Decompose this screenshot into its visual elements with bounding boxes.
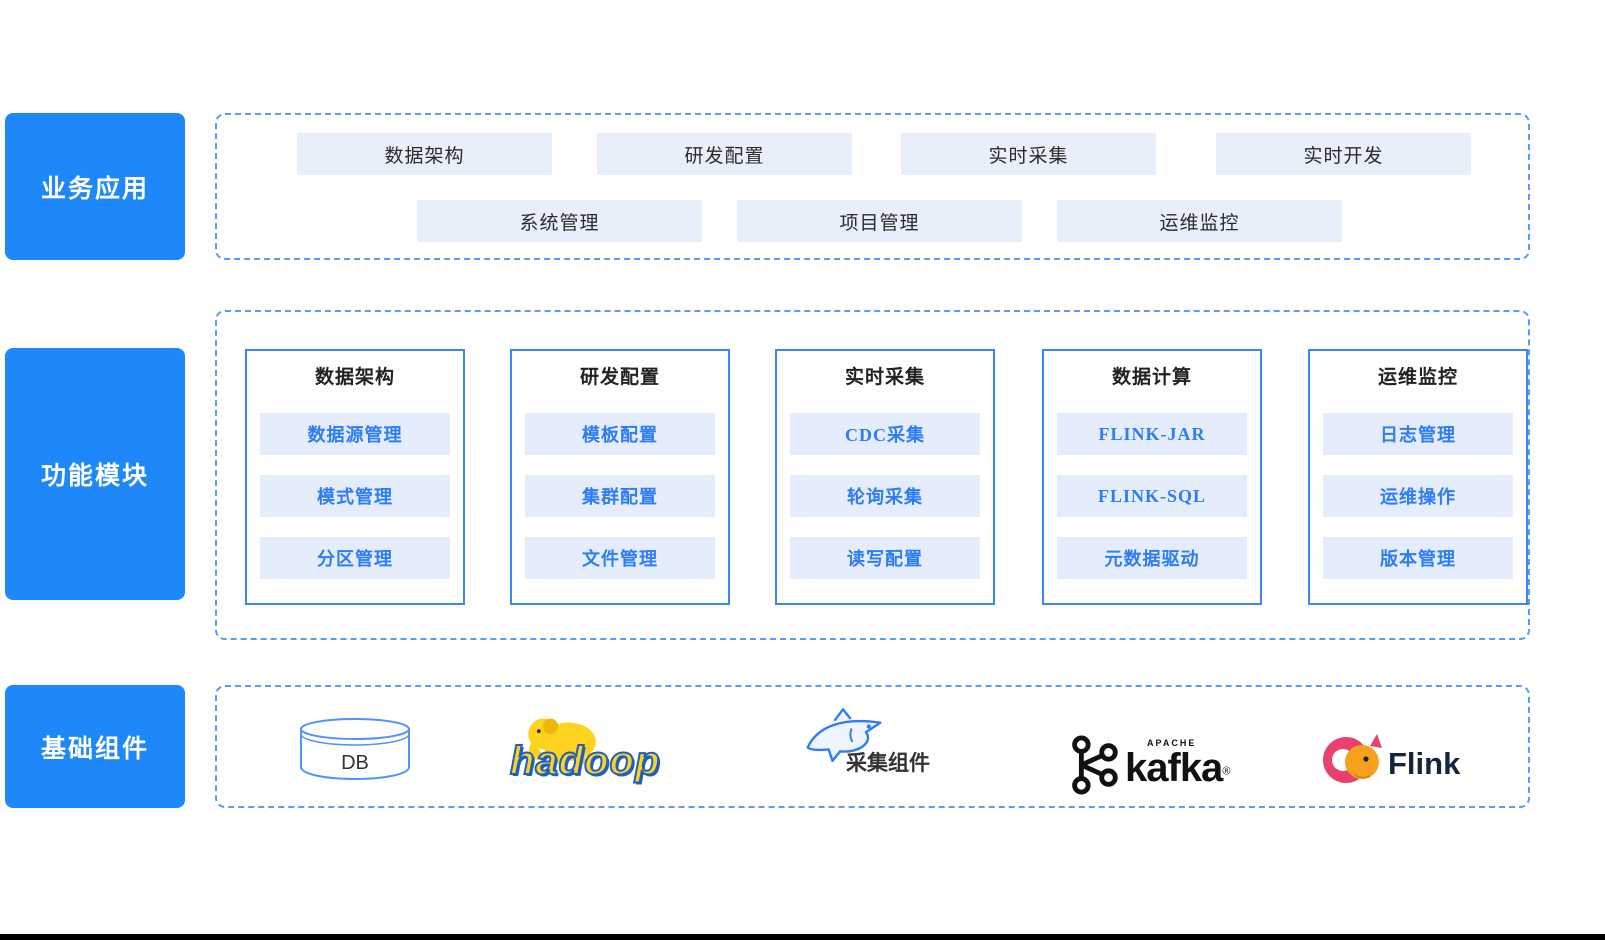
- business-apps-panel: 数据架构 研发配置 实时采集 实时开发 系统管理 项目管理 运维监控: [215, 113, 1530, 260]
- section-label-function-modules: 功能模块: [5, 348, 185, 600]
- module-card-title: 数据架构: [314, 367, 395, 388]
- module-item: FLINK-JAR: [1057, 413, 1247, 455]
- module-card-realtime-collect: 实时采集 CDC采集 轮询采集 读写配置: [775, 349, 995, 605]
- app-box-realtime-collect: 实时采集: [901, 133, 1156, 175]
- kafka-icon: [1072, 734, 1118, 795]
- module-item: 轮询采集: [790, 475, 980, 517]
- app-box-dev-config: 研发配置: [597, 133, 852, 175]
- module-card-data-architecture: 数据架构 数据源管理 模式管理 分区管理: [245, 349, 465, 605]
- app-box-project-management: 项目管理: [737, 200, 1022, 242]
- module-item: 集群配置: [525, 475, 715, 517]
- module-item: 文件管理: [525, 537, 715, 579]
- section-label-base-components: 基础组件: [5, 685, 185, 808]
- hadoop-label: hadoop: [509, 738, 661, 784]
- module-item: 元数据驱动: [1057, 537, 1247, 579]
- flink-logo: Flink: [1320, 687, 1500, 810]
- flink-squirrel-icon: [1323, 734, 1382, 783]
- shark-icon: [806, 708, 882, 763]
- db-logo: DB: [295, 687, 417, 810]
- module-item: 模板配置: [525, 413, 715, 455]
- db-label: DB: [341, 752, 369, 774]
- module-card-title: 数据计算: [1111, 367, 1192, 388]
- app-box-realtime-dev: 实时开发: [1216, 133, 1471, 175]
- kafka-logo: APACHE kafka®: [1067, 687, 1267, 810]
- hadoop-logo: hadoop: [509, 687, 690, 810]
- bottom-edge-bar: [0, 934, 1605, 940]
- module-item: 版本管理: [1323, 537, 1513, 579]
- module-item: 分区管理: [260, 537, 450, 579]
- kafka-registered-mark: ®: [1222, 765, 1231, 778]
- module-item: 读写配置: [790, 537, 980, 579]
- module-item: 日志管理: [1323, 413, 1513, 455]
- database-icon: DB: [300, 718, 410, 781]
- collector-logo: 采集组件: [800, 687, 960, 810]
- app-box-data-architecture: 数据架构: [297, 133, 552, 175]
- module-card-title: 运维监控: [1377, 367, 1458, 388]
- kafka-brand-label: APACHE: [1147, 738, 1197, 748]
- module-card-ops-monitoring: 运维监控 日志管理 运维操作 版本管理: [1308, 349, 1528, 605]
- module-item: 数据源管理: [260, 413, 450, 455]
- section-label-business-apps: 业务应用: [5, 113, 185, 260]
- module-card-data-compute: 数据计算 FLINK-JAR FLINK-SQL 元数据驱动: [1042, 349, 1262, 605]
- module-item: CDC采集: [790, 413, 980, 455]
- app-box-ops-monitoring: 运维监控: [1057, 200, 1342, 242]
- module-item: FLINK-SQL: [1057, 475, 1247, 517]
- collector-label: 采集组件: [846, 752, 930, 775]
- app-box-system-management: 系统管理: [417, 200, 702, 242]
- module-card-dev-config: 研发配置 模板配置 集群配置 文件管理: [510, 349, 730, 605]
- module-card-title: 实时采集: [844, 367, 925, 388]
- base-components-panel: DB hadoop 采集组件: [215, 685, 1530, 808]
- flink-label: Flink: [1388, 746, 1461, 781]
- kafka-label: kafka: [1125, 746, 1223, 790]
- function-modules-panel: 数据架构 数据源管理 模式管理 分区管理 研发配置 模板配置 集群配置 文件管理…: [215, 310, 1530, 640]
- hadoop-elephant-icon: [528, 718, 596, 765]
- module-item: 运维操作: [1323, 475, 1513, 517]
- module-card-title: 研发配置: [579, 367, 660, 388]
- module-item: 模式管理: [260, 475, 450, 517]
